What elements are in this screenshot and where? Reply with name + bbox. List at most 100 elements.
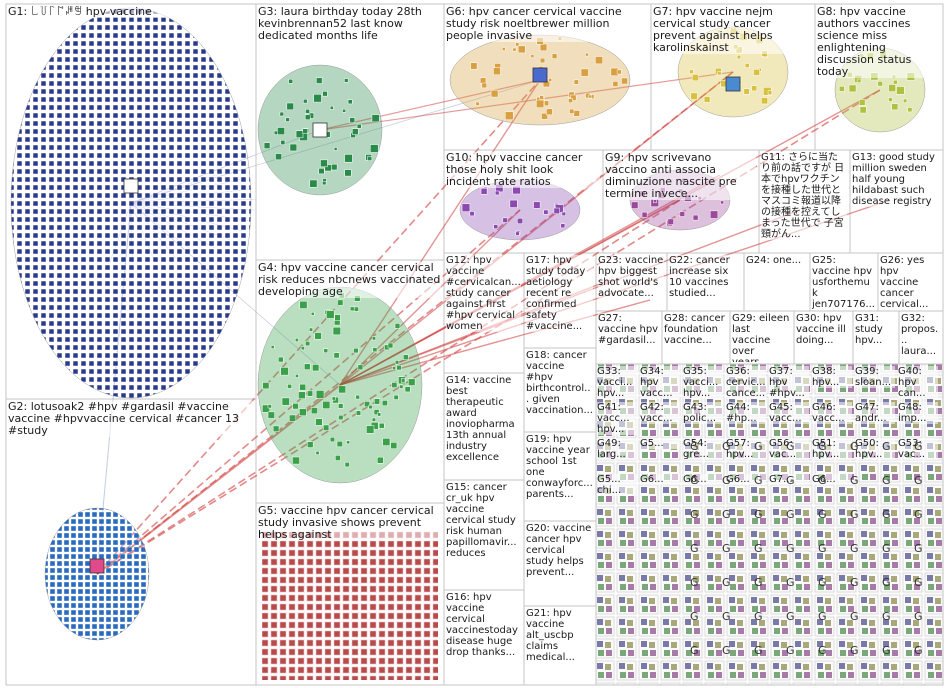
node-g6-3 bbox=[479, 77, 487, 84]
node-g4-86 bbox=[287, 384, 292, 389]
cluster-g2 bbox=[44, 507, 150, 641]
node-g9-5 bbox=[692, 214, 699, 221]
group-box-g26 bbox=[877, 252, 944, 312]
node-g8-4 bbox=[891, 74, 897, 79]
node-g6-10 bbox=[573, 110, 580, 117]
node-g4-51 bbox=[300, 346, 305, 351]
node-g8-0 bbox=[888, 97, 893, 102]
node-g4-70 bbox=[315, 451, 320, 455]
node-g10-11 bbox=[461, 203, 471, 212]
node-g6-22 bbox=[546, 108, 553, 116]
group-box-g29 bbox=[729, 310, 795, 365]
node-g7-8 bbox=[717, 71, 722, 76]
node-g8-16 bbox=[856, 78, 862, 84]
edge-g3-g6 bbox=[319, 79, 541, 131]
node-g9-13 bbox=[653, 199, 657, 204]
node-g4-57 bbox=[292, 456, 300, 465]
node-g6-17 bbox=[475, 101, 480, 106]
node-g8-13 bbox=[859, 53, 864, 58]
node-g4-84 bbox=[335, 455, 341, 461]
node-g6-42 bbox=[481, 82, 487, 89]
node-g7-12 bbox=[730, 27, 738, 35]
node-g9-12 bbox=[667, 218, 674, 225]
node-g8-9 bbox=[848, 84, 857, 93]
node-g6-25 bbox=[470, 62, 478, 70]
node-g3-34 bbox=[342, 108, 346, 113]
node-g6-30 bbox=[616, 69, 622, 75]
node-g7-21 bbox=[691, 74, 699, 82]
node-g6-32 bbox=[551, 53, 558, 59]
node-g4-35 bbox=[382, 438, 391, 446]
node-g4-75 bbox=[373, 398, 380, 405]
node-g8-8 bbox=[893, 79, 898, 85]
node-g4-16 bbox=[278, 356, 284, 363]
node-g4-38 bbox=[299, 383, 307, 391]
node-g4-72 bbox=[394, 360, 400, 365]
group-box-g16 bbox=[443, 589, 525, 686]
node-g4-12 bbox=[289, 414, 297, 422]
node-g4-42 bbox=[326, 310, 335, 319]
node-g9-14 bbox=[681, 177, 686, 183]
edge-g3-g7 bbox=[319, 71, 734, 131]
node-g6-35 bbox=[505, 111, 514, 120]
node-g4-29 bbox=[364, 401, 371, 408]
node-g4-40 bbox=[403, 354, 409, 361]
node-g4-77 bbox=[377, 412, 382, 417]
node-g3-3 bbox=[289, 143, 298, 152]
cluster-g1 bbox=[10, 7, 252, 399]
cluster-g7 bbox=[677, 26, 789, 118]
node-g4-2 bbox=[332, 326, 341, 336]
hub-node-3 bbox=[725, 76, 741, 92]
node-g10-1 bbox=[543, 209, 549, 215]
node-g9-4 bbox=[659, 187, 666, 193]
group-box-g30 bbox=[793, 310, 854, 365]
node-g4-21 bbox=[323, 348, 329, 353]
node-g6-26 bbox=[580, 68, 589, 77]
node-g3-6 bbox=[279, 111, 285, 117]
edge-g2-14 bbox=[96, 89, 881, 575]
node-g4-41 bbox=[368, 404, 373, 410]
node-g4-68 bbox=[408, 378, 416, 386]
node-g9-15 bbox=[639, 190, 646, 197]
node-g8-5 bbox=[888, 84, 896, 92]
node-g8-1 bbox=[858, 99, 866, 106]
group-box-g19 bbox=[523, 431, 597, 522]
node-g10-12 bbox=[553, 207, 560, 215]
node-g8-7 bbox=[847, 71, 853, 78]
node-g6-20 bbox=[573, 79, 579, 85]
node-g4-39 bbox=[394, 323, 401, 329]
node-g4-76 bbox=[280, 367, 289, 376]
node-g4-45 bbox=[353, 306, 359, 312]
node-g9-3 bbox=[641, 211, 648, 218]
node-g4-62 bbox=[309, 327, 313, 332]
node-g3-20 bbox=[349, 117, 356, 124]
node-g4-59 bbox=[307, 390, 313, 397]
node-g3-30 bbox=[352, 128, 359, 135]
node-g6-19 bbox=[585, 52, 589, 57]
node-g6-14 bbox=[621, 77, 628, 85]
node-g8-10 bbox=[879, 51, 887, 59]
node-g7-23 bbox=[761, 97, 768, 105]
node-g6-4 bbox=[612, 81, 619, 87]
node-g4-80 bbox=[299, 408, 307, 416]
node-g4-44 bbox=[377, 456, 384, 464]
node-g4-46 bbox=[312, 364, 320, 372]
node-g7-19 bbox=[736, 55, 741, 60]
node-g4-88 bbox=[333, 352, 340, 359]
node-g8-6 bbox=[903, 98, 908, 103]
node-g4-55 bbox=[372, 347, 378, 353]
node-g10-10 bbox=[502, 217, 508, 223]
node-g10-14 bbox=[494, 190, 500, 196]
node-g4-25 bbox=[344, 462, 350, 468]
node-g6-36 bbox=[539, 57, 546, 64]
node-g4-10 bbox=[262, 382, 270, 390]
node-g4-54 bbox=[371, 336, 376, 341]
node-g10-17 bbox=[561, 211, 566, 216]
node-g4-81 bbox=[281, 397, 290, 406]
node-g4-1 bbox=[404, 386, 411, 393]
node-g4-56 bbox=[338, 403, 344, 409]
node-g9-6 bbox=[631, 201, 639, 209]
node-g8-20 bbox=[839, 86, 845, 92]
node-g4-82 bbox=[314, 332, 322, 340]
node-g4-23 bbox=[392, 366, 396, 371]
